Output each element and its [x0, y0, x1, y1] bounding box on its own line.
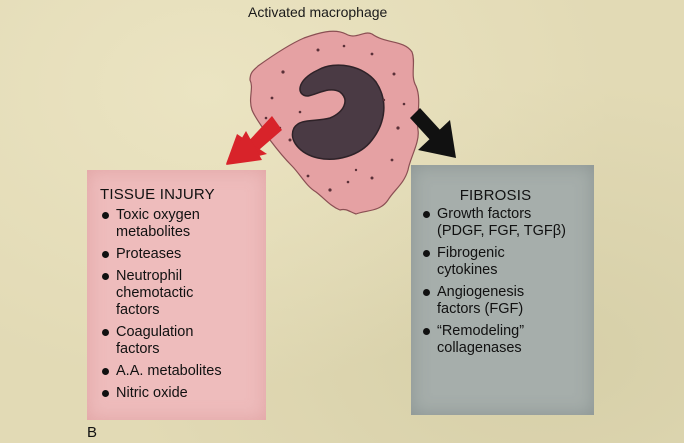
fibrosis-arrow	[410, 108, 456, 158]
bullet-icon	[102, 390, 109, 397]
macrophage-nucleus	[291, 64, 385, 160]
list-item: Nitric oxide	[100, 385, 256, 402]
list-item: Neutrophil chemotactic factors	[100, 268, 256, 319]
tissue-injury-heading: TISSUE INJURY	[100, 186, 215, 203]
list-item: Coagulation factors	[100, 324, 256, 358]
list-item: Growth factors (PDGF, FGF, TGFβ)	[421, 206, 586, 240]
panel-label: B	[87, 424, 98, 441]
list-item: Fibrogenic cytokines	[421, 245, 586, 279]
bullet-icon	[102, 368, 109, 375]
bullet-icon	[102, 251, 109, 258]
list-item: Proteases	[100, 246, 256, 263]
fibrosis-list: Growth factors (PDGF, FGF, TGFβ) Fibroge…	[421, 206, 586, 357]
bullet-icon	[423, 250, 430, 257]
bullet-icon	[102, 329, 109, 336]
list-item: A.A. metabolites	[100, 363, 256, 380]
bullet-icon	[423, 211, 430, 218]
diagram-title: Activated macrophage	[248, 4, 388, 20]
list-item: Toxic oxygen metabolites	[100, 207, 256, 241]
tissue-injury-arrow	[226, 116, 282, 165]
list-item: “Remodeling” collagenases	[421, 323, 586, 357]
bullet-icon	[423, 328, 430, 335]
fibrosis-heading: FIBROSIS	[459, 187, 532, 204]
tissue-injury-box: TISSUE INJURY Toxic oxygen metabolites P…	[87, 170, 266, 420]
bullet-icon	[102, 212, 109, 219]
bullet-icon	[102, 273, 109, 280]
tissue-injury-list: Toxic oxygen metabolites Proteases Neutr…	[100, 207, 256, 402]
list-item: Angiogenesis factors (FGF)	[421, 284, 586, 318]
bullet-icon	[423, 289, 430, 296]
fibrosis-box: FIBROSIS Growth factors (PDGF, FGF, TGFβ…	[411, 165, 594, 415]
